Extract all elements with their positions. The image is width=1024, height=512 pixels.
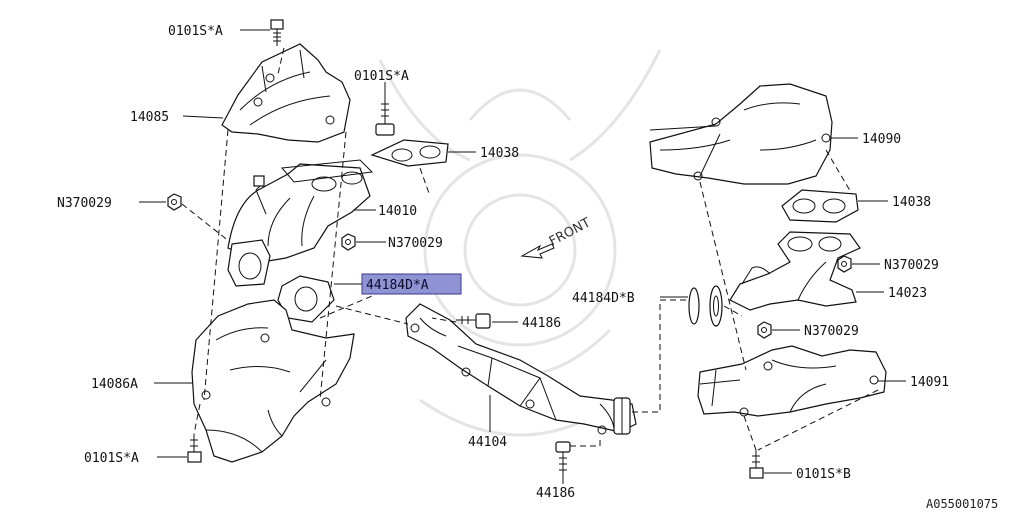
bolt-0101s-a-mid bbox=[375, 96, 395, 136]
front-label: FRONT bbox=[547, 215, 593, 249]
nut-n370029-left bbox=[167, 193, 182, 211]
assembly-guide-lines-center bbox=[335, 299, 690, 447]
diagram-code: A055001075 bbox=[926, 497, 998, 511]
callout-44186-top[interactable]: 44186 bbox=[522, 316, 561, 331]
callout-44186-bottom[interactable]: 44186 bbox=[536, 486, 575, 501]
gasket-44184d-a bbox=[277, 275, 335, 323]
watermark-emblem bbox=[378, 49, 662, 437]
callout-14023[interactable]: 14023 bbox=[888, 286, 927, 301]
callout-0101s-a-mid[interactable]: 0101S*A bbox=[354, 69, 409, 84]
heat-shield-14085 bbox=[221, 43, 351, 143]
callout-n370029-right[interactable]: N370029 bbox=[804, 324, 859, 339]
heat-shield-14090 bbox=[649, 83, 833, 185]
callout-14091[interactable]: 14091 bbox=[910, 375, 949, 390]
bolt-0101s-a-bottom bbox=[187, 434, 202, 463]
callout-14090[interactable]: 14090 bbox=[862, 132, 901, 147]
exhaust-manifold-14010 bbox=[227, 159, 374, 263]
selected-callout-44184d-a[interactable]: 44184D*A bbox=[361, 273, 462, 295]
callout-0101s-a-bottom[interactable]: 0101S*A bbox=[84, 451, 139, 466]
leader-line bbox=[182, 115, 224, 119]
callout-14038-left[interactable]: 14038 bbox=[480, 146, 519, 161]
bolt-0101s-a-top bbox=[270, 19, 284, 46]
front-direction-indicator: FRONT bbox=[520, 215, 593, 259]
nut-n370029-right-top bbox=[837, 255, 852, 273]
exhaust-manifold-14023 bbox=[729, 231, 861, 311]
selection-highlight bbox=[361, 273, 462, 295]
callout-14085[interactable]: 14085 bbox=[130, 110, 169, 125]
gasket-14038-right bbox=[781, 189, 859, 223]
bolt-44186-top bbox=[456, 313, 491, 329]
heat-shield-14091 bbox=[697, 345, 887, 417]
gasket-14038-left bbox=[370, 139, 449, 167]
nut-n370029-left-top bbox=[341, 233, 356, 251]
heat-shield-14086a bbox=[191, 299, 355, 463]
callout-44104[interactable]: 44104 bbox=[468, 435, 507, 450]
callout-0101s-b[interactable]: 0101S*B bbox=[796, 467, 851, 482]
callout-n370029-left-top[interactable]: N370029 bbox=[388, 236, 443, 251]
nut-n370029-right bbox=[757, 321, 772, 339]
bolt-44186-bottom bbox=[555, 441, 571, 474]
callout-44184d-a[interactable]: 44184D*A bbox=[366, 278, 429, 293]
callout-14010[interactable]: 14010 bbox=[378, 204, 417, 219]
manifold-flange bbox=[227, 239, 271, 287]
bolt-0101s-b bbox=[749, 450, 764, 479]
callout-n370029-right-top[interactable]: N370029 bbox=[884, 258, 939, 273]
callout-44184d-b[interactable]: 44184D*B bbox=[572, 291, 635, 306]
callout-0101s-a-top[interactable]: 0101S*A bbox=[168, 24, 223, 39]
front-exhaust-pipe-44104 bbox=[405, 303, 637, 435]
assembly-guide-lines-left bbox=[181, 47, 431, 435]
callout-14086a[interactable]: 14086A bbox=[91, 377, 138, 392]
callout-14038-right[interactable]: 14038 bbox=[892, 195, 931, 210]
gasket-44184d-b bbox=[688, 285, 723, 327]
callout-n370029-left[interactable]: N370029 bbox=[57, 196, 112, 211]
assembly-guide-lines-right bbox=[699, 149, 879, 451]
